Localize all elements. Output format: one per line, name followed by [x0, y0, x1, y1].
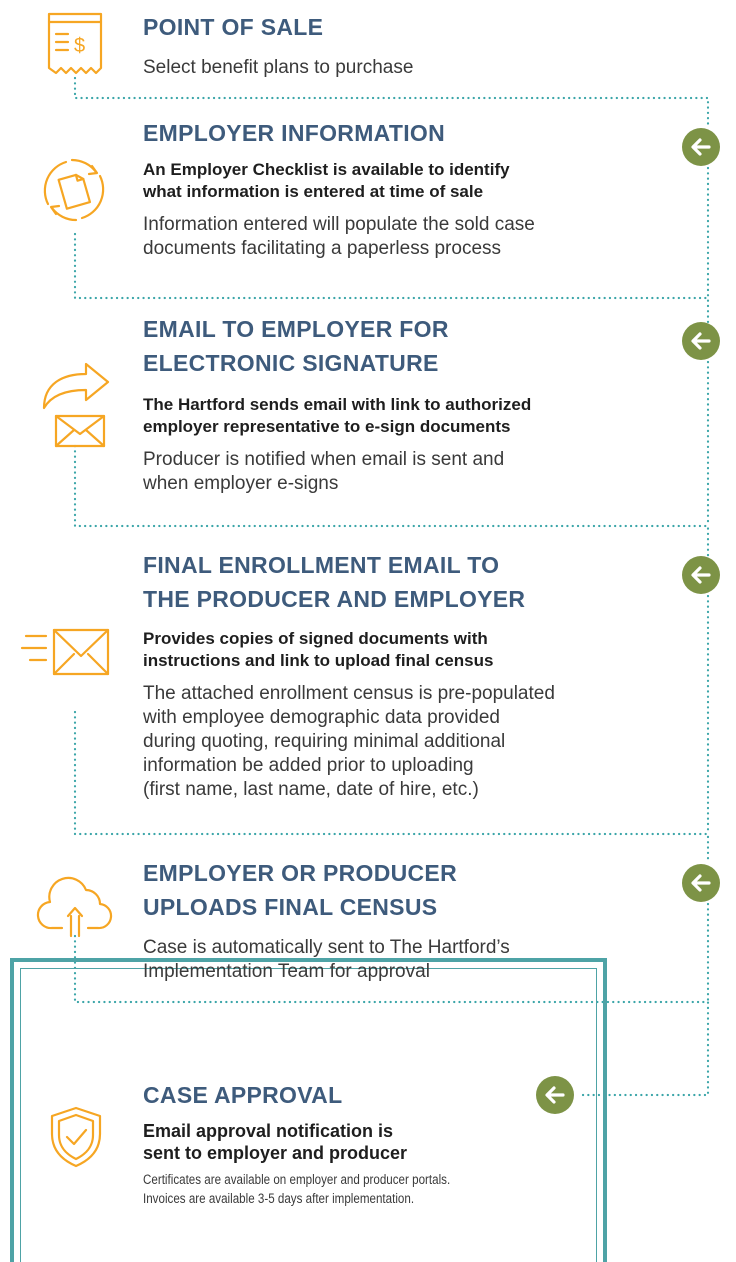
step-case-approval: CASE APPROVAL Email approval notificatio…: [143, 1078, 500, 1208]
forward-email-icon: [38, 362, 110, 455]
case-approval-box: [10, 958, 607, 1262]
step-point-of-sale: POINT OF SALE Select benefit plans to pu…: [143, 10, 413, 80]
step-note-line: Invoices are available 3-5 days after im…: [143, 1191, 415, 1206]
arrow-left-button: [536, 1076, 574, 1114]
cloud-upload-icon: [36, 876, 114, 943]
step-title-line: EMAIL TO EMPLOYER FOR: [143, 316, 449, 342]
refresh-document-icon: [36, 152, 112, 233]
step-bold-line: An Employer Checklist is available to id…: [143, 160, 510, 179]
arrow-left-button: [682, 556, 720, 594]
step-upload-final-census: EMPLOYER OR PRODUCER UPLOADS FINAL CENSU…: [143, 856, 510, 984]
step-bold-line: Email approval notification is: [143, 1121, 394, 1141]
step-bold-line: what information is entered at time of s…: [143, 182, 484, 201]
step-title: CASE APPROVAL: [143, 1082, 343, 1108]
step-title-line: THE PRODUCER AND EMPLOYER: [143, 586, 526, 612]
step-title-line: ELECTRONIC SIGNATURE: [143, 350, 439, 376]
step-body: Select benefit plans to purchase: [143, 57, 414, 78]
step-final-enrollment-email: FINAL ENROLLMENT EMAIL TO THE PRODUCER A…: [143, 548, 555, 802]
step-body-line: Implementation Team for approval: [143, 961, 430, 982]
step-body-line: with employee demographic data provided: [143, 707, 500, 728]
step-body-line: during quoting, requiring minimal additi…: [143, 731, 506, 752]
step-body-line: Information entered will populate the so…: [143, 214, 535, 235]
step-bold-line: employer representative to e-sign docume…: [143, 417, 511, 436]
arrow-left-button: [682, 864, 720, 902]
step-body-line: Producer is notified when email is sent …: [143, 449, 505, 470]
receipt-dollar-icon: $: [46, 12, 104, 83]
step-bold-line: instructions and link to upload final ce…: [143, 651, 494, 670]
step-employer-information: EMPLOYER INFORMATION An Employer Checkli…: [143, 116, 535, 261]
step-title: POINT OF SALE: [143, 14, 324, 40]
step-body-line: information be added prior to uploading: [143, 755, 474, 776]
step-body-line: when employer e-signs: [143, 473, 339, 494]
step-title-line: UPLOADS FINAL CENSUS: [143, 894, 438, 920]
fast-email-icon: [20, 626, 112, 687]
step-email-to-employer: EMAIL TO EMPLOYER FOR ELECTRONIC SIGNATU…: [143, 312, 531, 496]
arrow-left-button: [682, 322, 720, 360]
step-body-line: (first name, last name, date of hire, et…: [143, 779, 479, 800]
step-title: EMPLOYER INFORMATION: [143, 120, 446, 146]
shield-check-icon: [50, 1106, 102, 1173]
step-title-line: FINAL ENROLLMENT EMAIL TO: [143, 552, 500, 578]
step-bold-line: Provides copies of signed documents with: [143, 629, 488, 648]
step-note-line: Certificates are available on employer a…: [143, 1172, 451, 1187]
step-bold-line: sent to employer and producer: [143, 1143, 408, 1163]
arrow-left-button: [682, 128, 720, 166]
step-bold-line: The Hartford sends email with link to au…: [143, 395, 532, 414]
step-title-line: EMPLOYER OR PRODUCER: [143, 860, 457, 886]
step-body-line: The attached enrollment census is pre-po…: [143, 683, 555, 704]
step-body-line: documents facilitating a paperless proce…: [143, 238, 502, 259]
svg-text:$: $: [74, 35, 85, 57]
step-body-line: Case is automatically sent to The Hartfo…: [143, 937, 510, 958]
